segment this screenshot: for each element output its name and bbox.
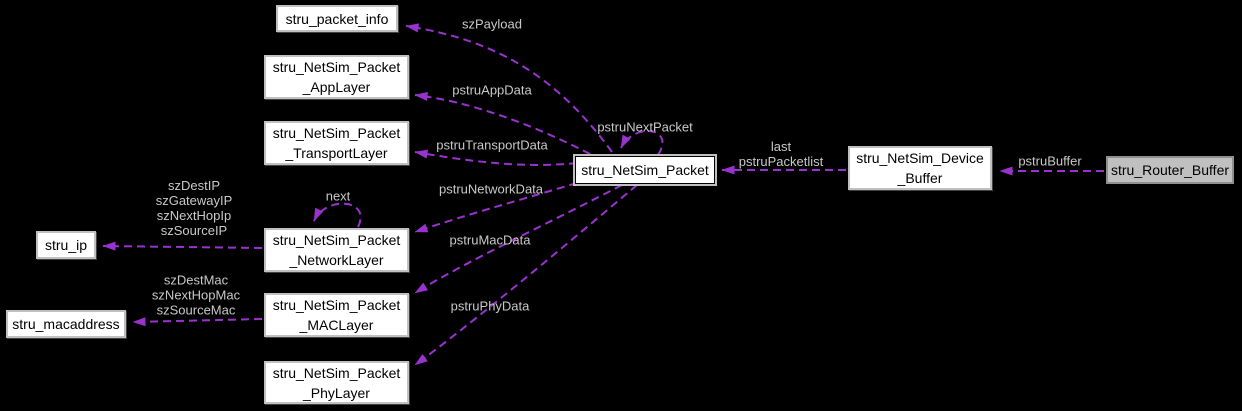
node-stru-router-buffer[interactable]: stru_Router_Buffer xyxy=(1106,156,1234,184)
edge-ip-members xyxy=(102,241,263,251)
edge-szpayload xyxy=(405,23,613,153)
edge-pstruphydata xyxy=(414,184,638,366)
node-stru-macaddress[interactable]: stru_macaddress xyxy=(6,310,126,338)
node-stru-netsim-packet-applayer[interactable]: stru_NetSim_Packet _AppLayer xyxy=(264,55,409,99)
node-stru-netsim-packet-maclayer[interactable]: stru_NetSim_Packet _MACLayer xyxy=(264,293,409,337)
node-stru-netsim-packet[interactable]: stru_NetSim_Packet xyxy=(575,156,715,184)
node-stru-ip[interactable]: stru_ip xyxy=(36,231,96,259)
node-stru-packet-info[interactable]: stru_packet_info xyxy=(276,5,398,32)
node-stru-netsim-device-buffer[interactable]: stru_NetSim_Device _Buffer xyxy=(848,146,992,190)
edge-pstrunetworkdata xyxy=(414,182,578,233)
edge-pstrunextpacket-self-loop xyxy=(620,130,664,156)
node-stru-netsim-packet-networklayer[interactable]: stru_NetSim_Packet _NetworkLayer xyxy=(264,228,409,272)
edge-pstrumacdata xyxy=(414,184,623,294)
node-stru-netsim-packet-phylayer[interactable]: stru_NetSim_Packet _PhyLayer xyxy=(264,361,409,404)
edge-mac-members xyxy=(132,317,263,327)
edge-pstrutransportdata xyxy=(414,149,578,166)
node-stru-netsim-packet-transportlayer[interactable]: stru_NetSim_Packet _TransportLayer xyxy=(264,121,409,165)
edge-next-self-loop xyxy=(313,202,362,228)
edge-pstruappdata xyxy=(414,91,591,155)
